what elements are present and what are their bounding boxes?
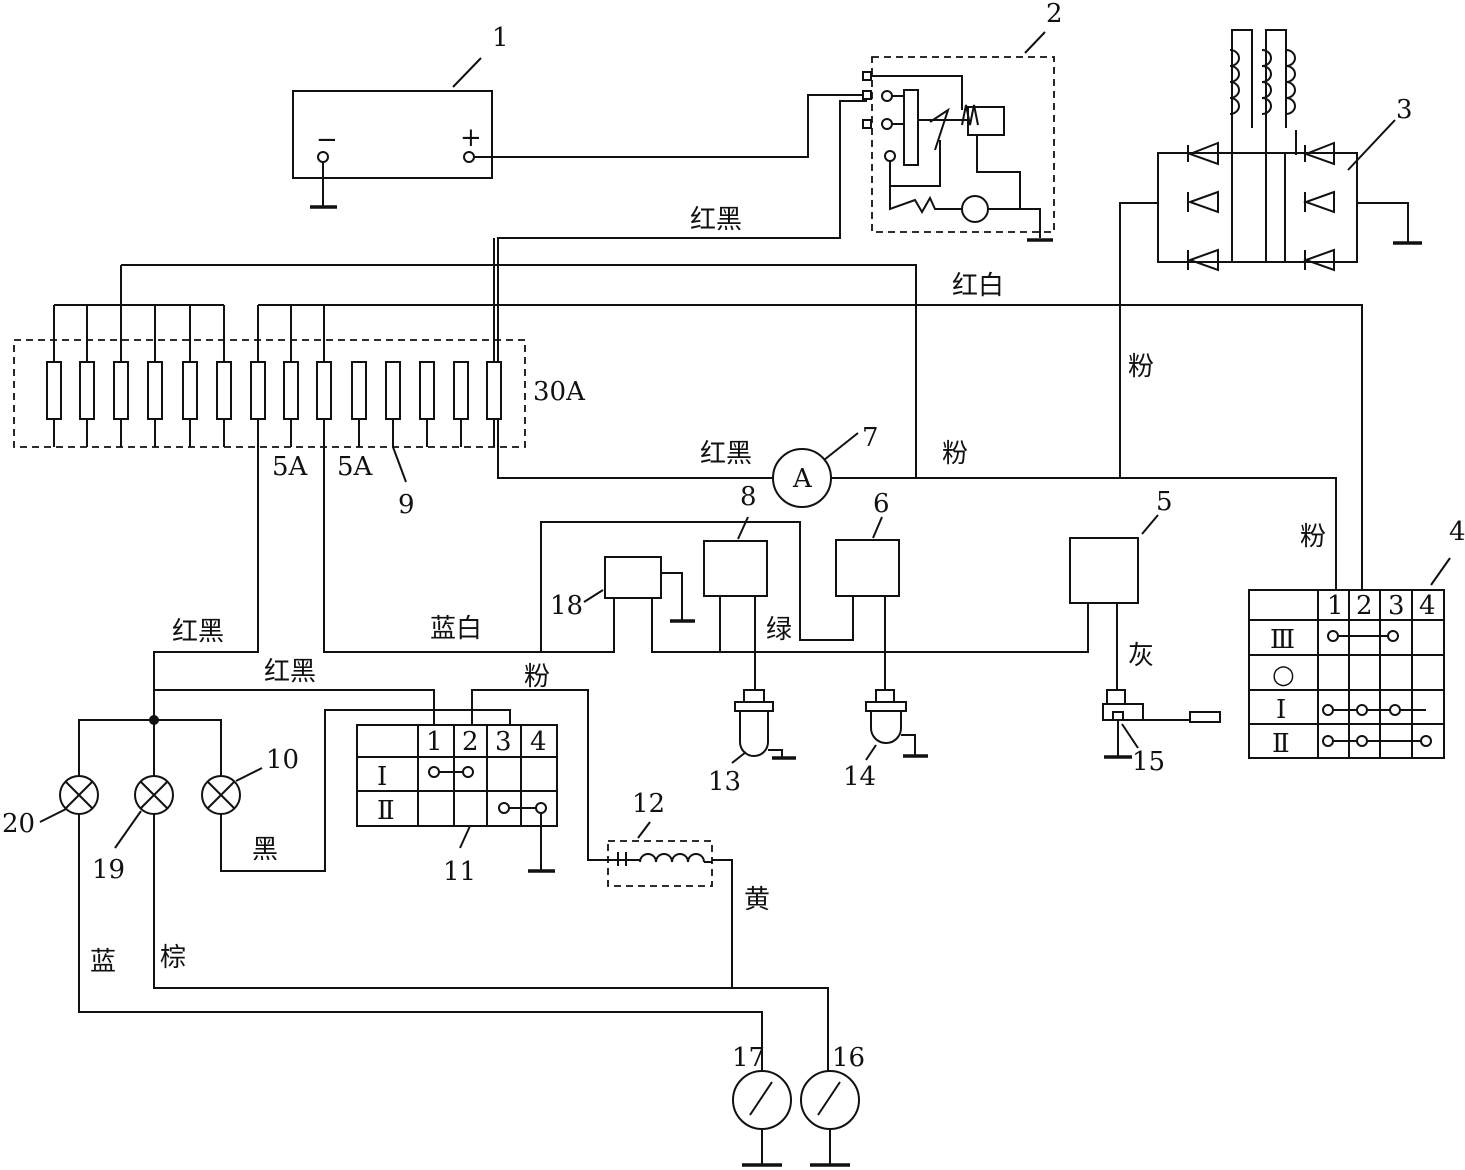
wire-label-pink-switch4: 粉 (1300, 522, 1326, 552)
callout-20: 20 (2, 809, 35, 839)
pressure-switch-17: 17 (732, 1043, 792, 1167)
lamp-20: 20 (2, 775, 99, 839)
wire-brown (153, 814, 829, 1075)
switch11-header-1: 1 (426, 727, 443, 757)
sender-15: 15 (1102, 689, 1221, 777)
wire-label-black: 黑 (252, 835, 278, 865)
lamp-10: 10 (201, 745, 299, 815)
switch11-row-2: Ⅱ (377, 796, 395, 826)
wire-battery-regulator (474, 94, 863, 158)
pressure-switch-16: 16 (800, 1043, 865, 1167)
wire-label-green: 绿 (766, 615, 792, 645)
wire-label-pink-ammeter: 粉 (942, 439, 968, 469)
switch11-header-3: 3 (495, 727, 512, 757)
wire-top-bus (121, 264, 917, 478)
callout-18: 18 (550, 591, 583, 621)
wire-label-pink-mid: 粉 (524, 662, 550, 692)
fuse-rating-5a-1: 5A (272, 452, 309, 482)
switch4-header-4: 4 (1419, 591, 1436, 621)
wire-label-blue: 蓝 (90, 947, 116, 977)
callout-1: 1 (492, 23, 509, 53)
callout-10: 10 (266, 745, 299, 775)
battery-plus-label: + (460, 123, 482, 153)
callout-4: 4 (1449, 517, 1465, 547)
switch11-header-4: 4 (530, 727, 547, 757)
wire-black (220, 709, 511, 872)
callout-9: 9 (398, 490, 415, 520)
fuse-elements (46, 361, 502, 420)
callout-5: 5 (1156, 487, 1173, 517)
callout-16: 16 (832, 1043, 865, 1073)
switch4-row-1: Ⅰ (1276, 695, 1286, 725)
switch4-row-2: Ⅱ (1272, 729, 1290, 759)
wire-pink-right (1119, 202, 1158, 478)
fuse-rating-5a-2: 5A (337, 452, 374, 482)
battery-minus-label: − (316, 125, 338, 155)
ignition-switch-table: 1 2 3 4 Ⅲ ○ Ⅰ Ⅱ 4 (1248, 517, 1465, 759)
callout-15: 15 (1132, 747, 1165, 777)
ammeter: A 7 (772, 423, 879, 508)
voltage-regulator: 2 (862, 0, 1063, 242)
switch4-header-2: 2 (1356, 591, 1373, 621)
battery: − + 1 (292, 23, 509, 209)
wire-red-black-left (153, 447, 259, 720)
wire-red-black-top (497, 100, 867, 479)
callout-2: 2 (1046, 0, 1063, 29)
wire-red-black-mid (154, 689, 435, 725)
wire-blue (78, 814, 763, 1075)
switch11-header-2: 2 (462, 727, 479, 757)
callout-13: 13 (708, 767, 741, 797)
callout-17: 17 (732, 1043, 765, 1073)
wire-label-blue-white: 蓝白 (430, 614, 482, 644)
switch4-row-3: Ⅲ (1270, 625, 1295, 655)
callout-19: 19 (92, 855, 125, 885)
lamp-19: 19 (92, 775, 174, 885)
callout-12: 12 (632, 789, 665, 819)
switch4-row-0: ○ (1272, 660, 1295, 690)
wire-yellow (712, 859, 733, 988)
wire-blue-white (323, 447, 541, 653)
callout-14: 14 (843, 762, 876, 792)
callout-11: 11 (443, 857, 476, 887)
sender-13: 13 (708, 689, 796, 797)
fuse-rating-30a: 30A (533, 377, 586, 407)
wire-label-red-black-top: 红黑 (690, 205, 742, 235)
callout-3: 3 (1396, 95, 1413, 125)
wire-label-grey: 灰 (1128, 641, 1154, 671)
fuse-box: 30A 5A 5A 9 (13, 238, 1363, 590)
wire-label-red-black-left: 红黑 (172, 617, 224, 647)
wire-pink-mid (471, 689, 608, 861)
wire-label-pink-right: 粉 (1128, 352, 1154, 382)
wire-label-yellow: 黄 (744, 885, 770, 915)
wire-label-brown: 棕 (160, 943, 186, 973)
sender-14: 14 (843, 689, 928, 792)
alternator-rectifier: 3 (1157, 29, 1422, 272)
callout-6: 6 (873, 489, 890, 519)
center-devices: 18 8 绿 6 5 灰 (540, 482, 1173, 690)
switch11-row-1: Ⅰ (377, 762, 387, 792)
light-switch-table: 1 2 3 4 Ⅰ Ⅱ 11 (356, 724, 558, 887)
ammeter-symbol: A (792, 464, 813, 494)
wire-ammeter-right (831, 477, 1337, 590)
wire-label-red-black-ammeter: 红黑 (700, 439, 752, 469)
wire-label-red-black-mid: 红黑 (264, 657, 316, 687)
switch4-header-1: 1 (1327, 591, 1344, 621)
callout-8: 8 (740, 482, 757, 512)
callout-7: 7 (862, 423, 879, 453)
flasher-relay: 12 (607, 789, 713, 887)
switch4-header-3: 3 (1388, 591, 1405, 621)
wire-label-red-white: 红白 (952, 271, 1004, 301)
